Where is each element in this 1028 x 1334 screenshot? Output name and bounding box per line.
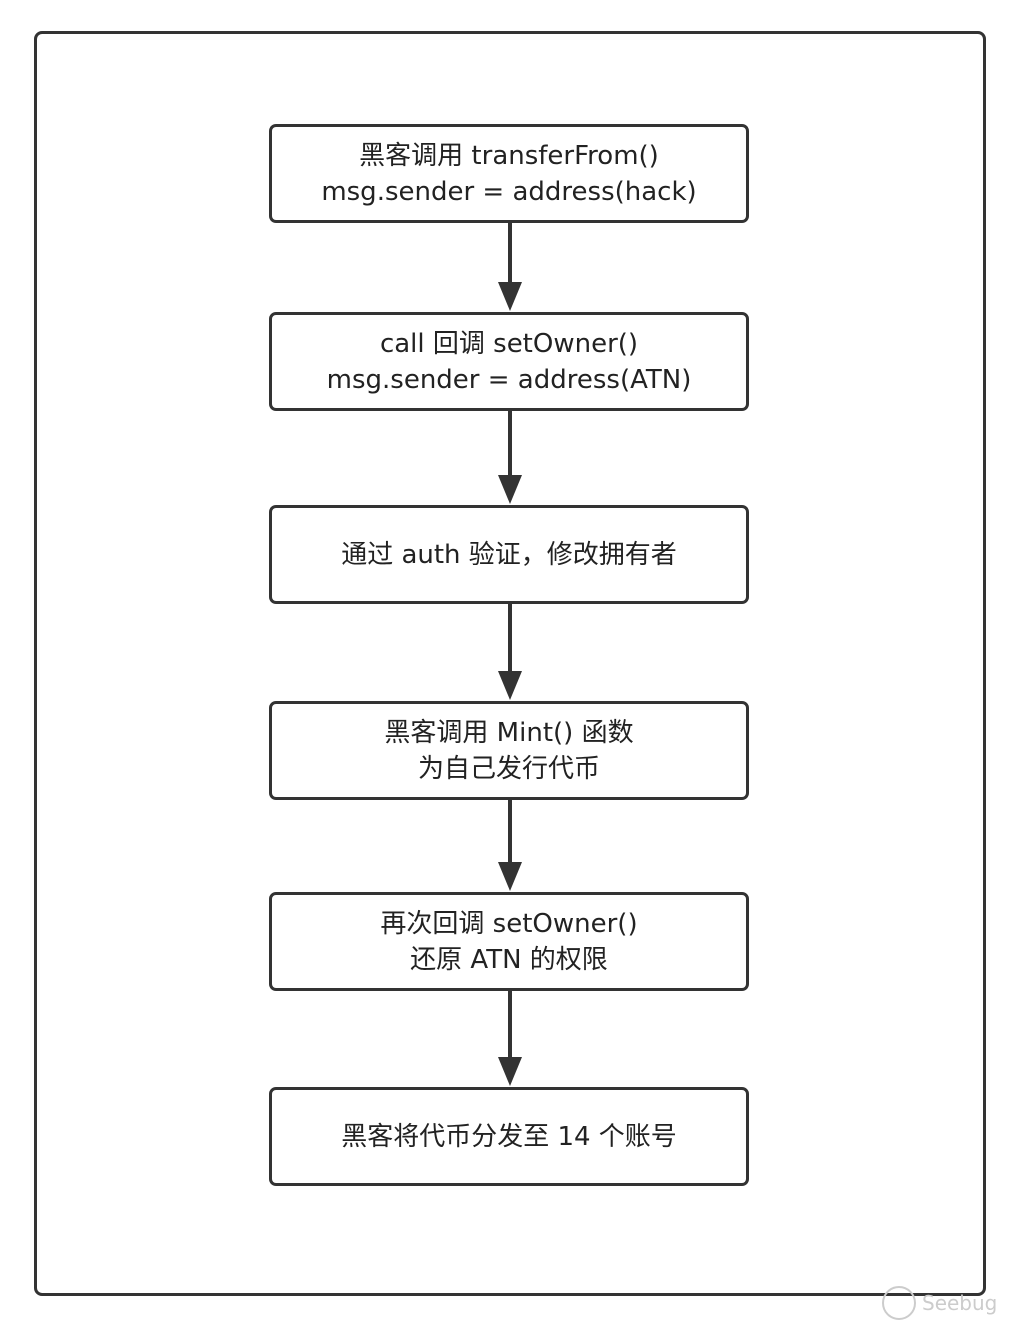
step-5-line1: 再次回调 setOwner(): [380, 908, 638, 939]
step-2-line1: call 回调 setOwner(): [379, 328, 639, 359]
step-6-line1: 黑客将代币分发至 14 个账号: [341, 1121, 677, 1152]
step-4-line2: 为自己发行代币: [417, 753, 600, 784]
step-5-line2: 还原 ATN 的权限: [410, 944, 608, 975]
seebug-logo-icon: [882, 1286, 916, 1320]
diagram-frame: [34, 31, 986, 1296]
seebug-watermark: Seebug: [882, 1286, 997, 1320]
arrowhead-4: [498, 862, 522, 891]
step-1-line2: msg.sender = address(hack): [321, 176, 697, 207]
arrowhead-5: [498, 1057, 522, 1086]
watermark-text: Seebug: [922, 1291, 998, 1315]
step-4-line1: 黑客调用 Mint() 函数: [384, 717, 634, 748]
step-3-line1: 通过 auth 验证，修改拥有者: [341, 539, 677, 570]
step-2-box: call 回调 setOwner() msg.sender = address(…: [269, 312, 749, 411]
step-5-box: 再次回调 setOwner() 还原 ATN 的权限: [269, 892, 749, 991]
arrowhead-2: [498, 475, 522, 504]
step-3-box: 通过 auth 验证，修改拥有者: [269, 505, 749, 604]
step-4-box: 黑客调用 Mint() 函数 为自己发行代币: [269, 701, 749, 800]
step-1-box: 黑客调用 transferFrom() msg.sender = address…: [269, 124, 749, 223]
step-6-box: 黑客将代币分发至 14 个账号: [269, 1087, 749, 1186]
arrowhead-3: [498, 671, 522, 700]
step-2-line2: msg.sender = address(ATN): [326, 364, 692, 395]
step-1-line1: 黑客调用 transferFrom(): [359, 140, 659, 171]
arrowhead-1: [498, 282, 522, 311]
